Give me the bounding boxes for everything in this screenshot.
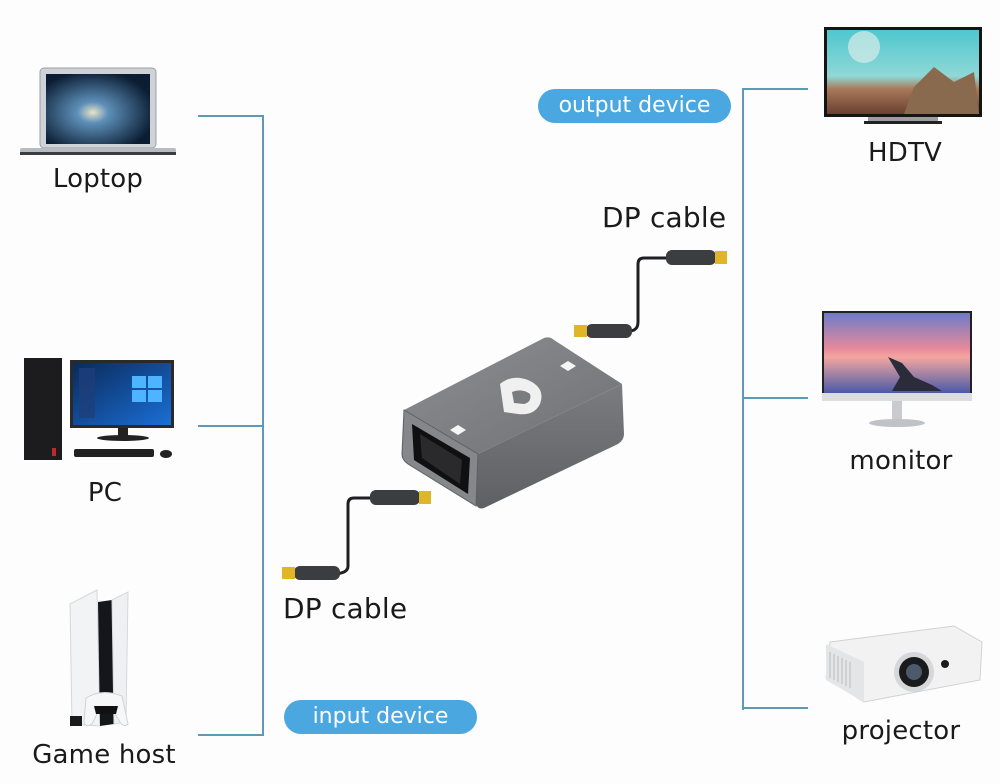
connector-line-hdtv: [742, 88, 808, 90]
dp-cable-input-label: DP cable: [283, 592, 408, 625]
dp-adapter-icon: [401, 337, 624, 509]
connector-line-projector: [742, 707, 808, 709]
tv-icon: [824, 27, 982, 124]
output-device-label-monitor: monitor: [849, 446, 953, 476]
output-device-badge: output device: [538, 89, 731, 123]
dp-cable-output-label: DP cable: [602, 201, 727, 234]
output-bracket-vertical: [742, 88, 744, 710]
connector-line-pc: [198, 425, 264, 427]
desktop-pc-icon: [24, 358, 174, 460]
dp-cable-input-icon: [282, 490, 431, 580]
connector-line-game-host: [198, 734, 264, 736]
output-device-label-projector: projector: [841, 716, 961, 746]
input-device-label-game-host: Game host: [32, 740, 176, 770]
game-console-icon: [69, 589, 129, 727]
input-device-label-pc: PC: [87, 478, 123, 508]
connector-line-monitor: [742, 397, 808, 399]
input-device-label-laptop: Loptop: [52, 164, 144, 194]
projector-icon: [825, 625, 983, 703]
monitor-icon: [822, 311, 972, 427]
input-device-badge: input device: [284, 700, 477, 734]
input-bracket-vertical: [262, 115, 264, 736]
output-device-label-hdtv: HDTV: [867, 138, 943, 168]
laptop-icon: [20, 67, 176, 155]
connector-line-laptop: [198, 115, 264, 117]
dp-cable-output-icon: [574, 250, 727, 338]
